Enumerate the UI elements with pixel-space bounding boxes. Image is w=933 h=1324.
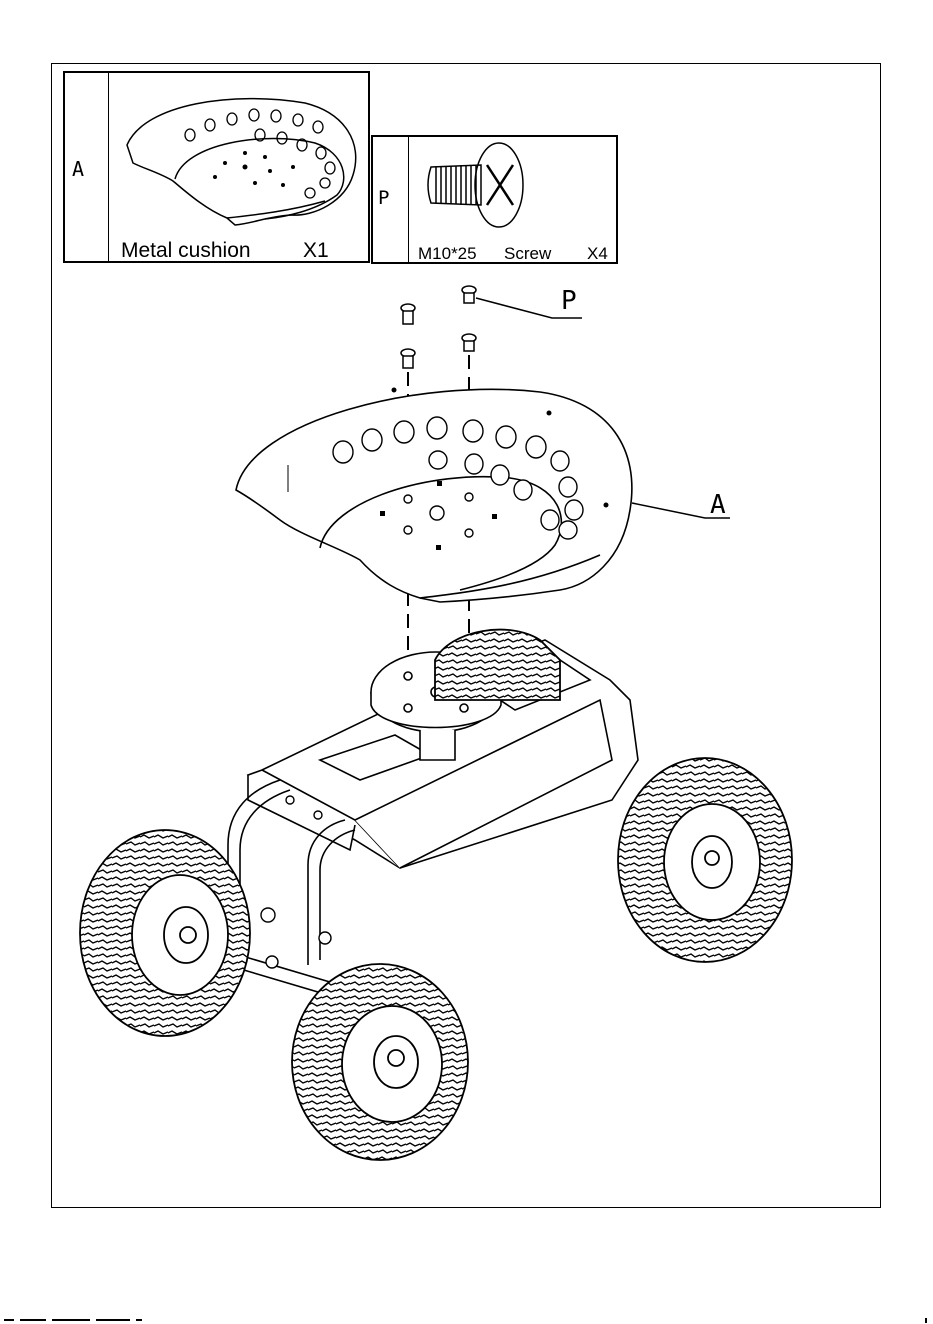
wheel-back-left: [435, 630, 560, 700]
callout-label-p: P: [561, 286, 577, 316]
screw-icon: [462, 286, 476, 303]
wheel-front-right: [292, 964, 468, 1160]
page-footer-marks: [0, 1317, 933, 1324]
screw-icon: [401, 304, 415, 324]
wheel-front-left: [80, 830, 250, 1036]
screw-icon: [462, 334, 476, 351]
screw-icon: [401, 349, 415, 368]
screws: [401, 286, 476, 368]
callout-label-a: A: [710, 490, 726, 520]
wheel-back-right: [618, 758, 792, 962]
